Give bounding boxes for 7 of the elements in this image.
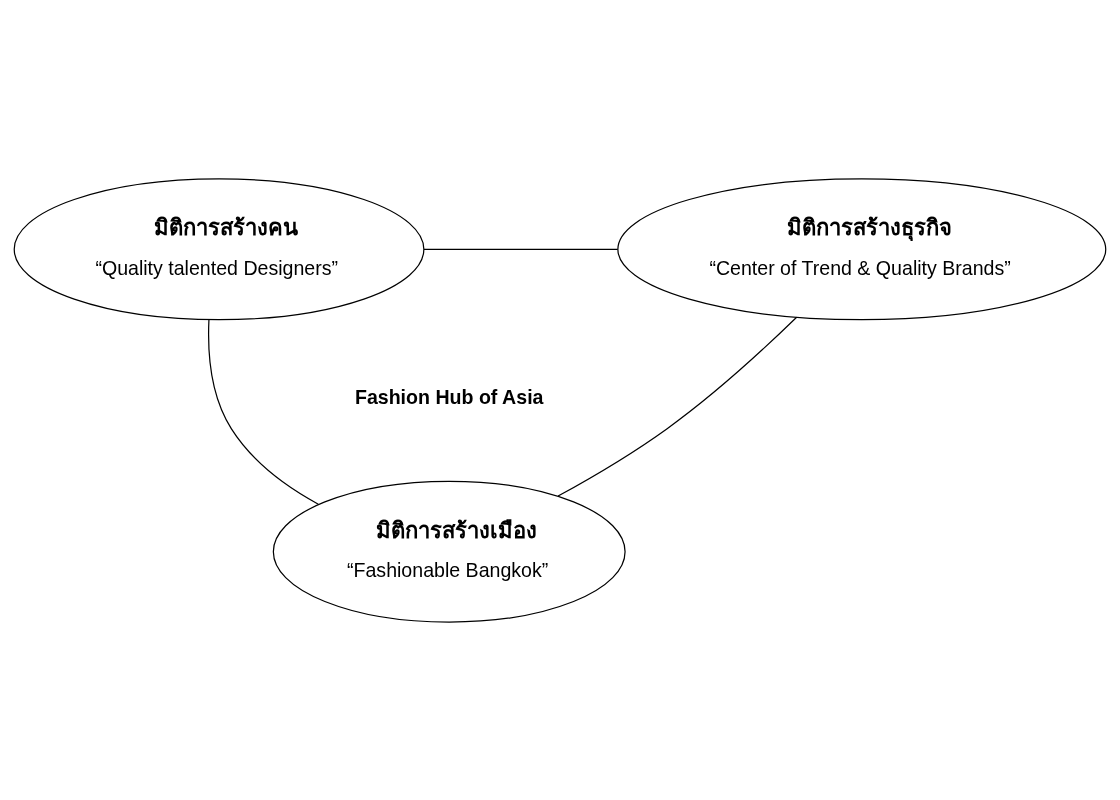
connector (423, 248, 619, 250)
node-ellipse: มิติการสร้างคน “Quality talented Designers” (13, 177, 425, 320)
connector (208, 318, 319, 505)
connector (557, 316, 798, 497)
node-ellipse: มิติการสร้างธุรกิจ “Center of Trend & Quality Brands” (617, 177, 1107, 320)
label: Fashion Hub of Asia (354, 385, 544, 408)
node-ellipse: มิติการสร้างเมือง “Fashionable Bangkok” (272, 480, 626, 623)
